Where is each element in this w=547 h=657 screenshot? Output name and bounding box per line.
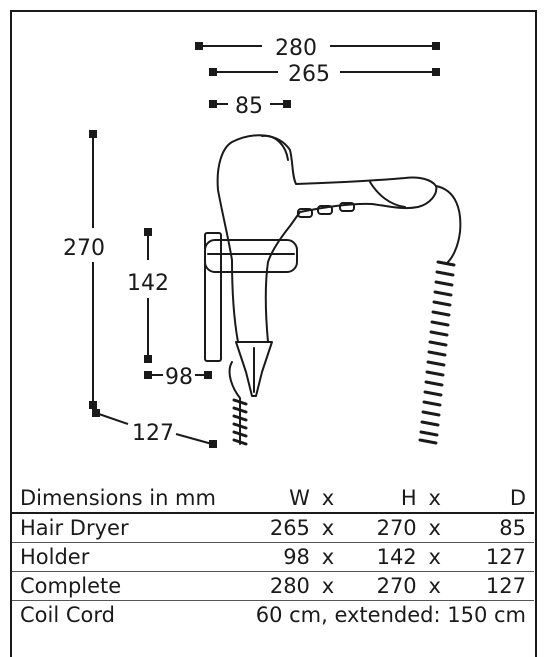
row-label: Hair Dryer: [12, 513, 236, 543]
dryer-head-panel: [261, 134, 289, 161]
row-d: 85: [448, 513, 534, 543]
table-row: Holder 98 x 142 x 127: [12, 542, 534, 572]
row-label: Holder: [12, 542, 236, 572]
row-w: 280: [235, 571, 314, 601]
header-w: W: [235, 484, 314, 514]
cord-value: 60 cm, extended: 150 cm: [255, 603, 526, 627]
table-row: Hair Dryer 265 x 270 x 85: [12, 513, 534, 543]
table-header-row: Dimensions in mm W x H x D: [12, 484, 534, 514]
table-row: Complete 280 x 270 x 127: [12, 571, 534, 601]
header-h: H: [341, 484, 421, 514]
row-h: 270: [341, 571, 421, 601]
header-label: Dimensions in mm: [12, 484, 236, 514]
row-d: 127: [448, 542, 534, 572]
row-d: 127: [448, 571, 534, 601]
row-sep: x: [420, 571, 449, 601]
hair-dryer-illustration: [204, 134, 462, 446]
dim-line-265: [209, 68, 440, 76]
header-x2: x: [420, 484, 449, 514]
coil-cord: [418, 260, 456, 445]
dimension-diagram: 280 265 85 270 142 98: [63, 36, 462, 448]
row-w: 265: [235, 513, 314, 543]
dim-line-127: [92, 409, 217, 448]
dryer-nozzle: [235, 341, 273, 397]
wall-plate: [204, 232, 222, 362]
dim-label-265: 265: [288, 62, 330, 87]
switch-button-1: [297, 208, 313, 218]
row-sep: x: [420, 513, 449, 543]
short-cord-coil: [232, 398, 248, 446]
row-sep: x: [313, 513, 342, 543]
row-label: Complete: [12, 571, 236, 601]
dim-label-280: 280: [275, 36, 317, 61]
row-sep: x: [313, 542, 342, 572]
header-d: D: [448, 484, 534, 514]
dimensions-table: Dimensions in mm W x H x D Hair Dryer 26…: [12, 484, 534, 629]
holder-ring: [204, 239, 298, 273]
dim-line-85: [209, 100, 291, 108]
dim-line-280: [195, 42, 440, 50]
dim-label-142: 142: [127, 271, 169, 296]
switch-button-3: [339, 202, 355, 212]
handle-cord: [435, 185, 462, 263]
dim-label-127: 127: [132, 421, 174, 446]
row-sep: x: [420, 542, 449, 572]
dim-label-98: 98: [165, 365, 193, 390]
row-w: 98: [235, 542, 314, 572]
dryer-head: [216, 134, 438, 343]
dim-line-98: [144, 371, 212, 379]
short-cord: [228, 361, 241, 445]
row-sep: x: [313, 571, 342, 601]
switch-button-2: [317, 205, 333, 215]
dim-label-85: 85: [235, 94, 263, 119]
cord-label: Coil Cord: [20, 603, 115, 627]
drawing-frame: [10, 10, 537, 657]
dim-label-270: 270: [63, 236, 105, 261]
dim-line-270: [89, 130, 97, 409]
row-h: 142: [341, 542, 421, 572]
table-row-cord: Coil Cord 60 cm, extended: 150 cm: [12, 601, 534, 630]
dim-line-142: [144, 228, 152, 363]
header-x1: x: [313, 484, 342, 514]
dryer-grip-ridge: [369, 181, 406, 208]
row-h: 270: [341, 513, 421, 543]
